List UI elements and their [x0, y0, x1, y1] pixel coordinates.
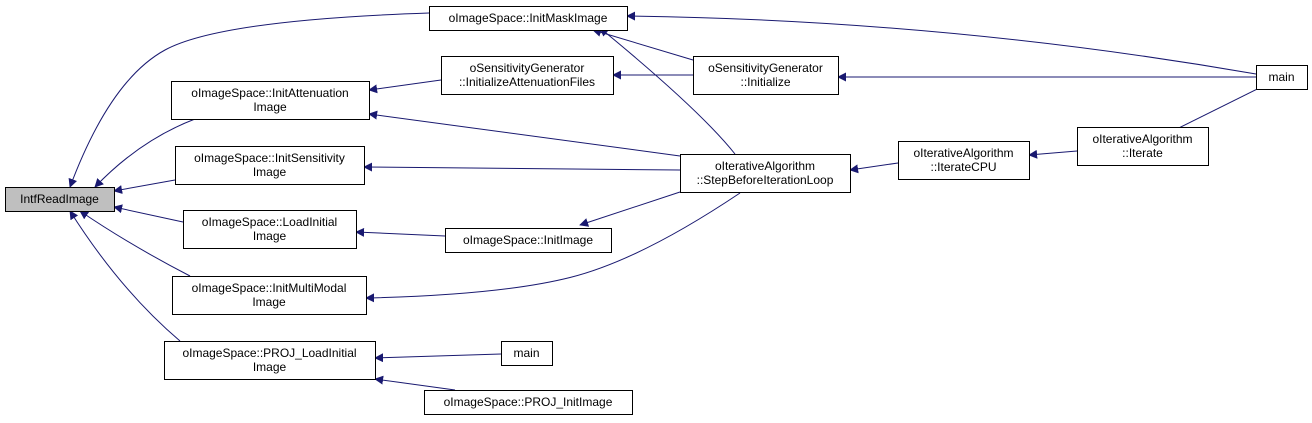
edges-layer — [68, 11, 1282, 391]
node-sensitivity-initialize[interactable]: oSensitivityGenerator::Initialize — [693, 56, 839, 95]
node-step-before-iteration-loop[interactable]: oIterativeAlgorithm::StepBeforeIteration… — [680, 154, 851, 193]
node-box — [424, 390, 633, 415]
node-box — [1077, 127, 1209, 166]
node-box — [445, 228, 612, 253]
nodes-layer: IntfReadImage oImageSpace::InitMaskImageo… — [5, 6, 1308, 415]
edge-initialize-attenuation-files-to-init-attenuation-image — [368, 79, 442, 94]
node-label-line: Image — [253, 165, 287, 179]
edge-step-before-iteration-loop-to-init-mask-image — [599, 27, 736, 155]
node-label-line: ::IterateCPU — [930, 160, 996, 174]
node-label-line: Image — [253, 100, 287, 114]
edge-init-multimodal-image-to-intf-read-image — [79, 210, 191, 277]
node-label-line: ::Iterate — [1122, 146, 1163, 160]
node-label-line: Image — [253, 229, 287, 243]
node-label-line: oImageSpace::PROJ_InitImage — [444, 395, 613, 409]
edge-sensitivity-initialize-to-init-mask-image — [592, 28, 694, 61]
node-box — [898, 141, 1030, 180]
node-box — [501, 341, 553, 366]
node-label-line: oImageSpace::InitImage — [463, 233, 593, 247]
edge-step-before-iteration-loop-to-init-multimodal-image — [365, 192, 741, 303]
node-label-line: oImageSpace::LoadInitial — [202, 215, 337, 229]
node-box — [1256, 65, 1308, 90]
node-init-mask-image[interactable]: oImageSpace::InitMaskImage — [429, 6, 628, 31]
node-intf-read-image[interactable]: IntfReadImage — [5, 187, 115, 212]
node-main-bottom[interactable]: main — [501, 341, 553, 366]
node-label-line: oIterativeAlgorithm — [715, 159, 815, 173]
node-label-line: main — [513, 346, 539, 360]
edge-step-before-iteration-loop-to-init-image — [579, 191, 681, 227]
edge-proj-load-initial-image-to-intf-read-image — [69, 210, 181, 342]
node-box — [441, 56, 614, 95]
node-label-line: IntfReadImage — [20, 192, 99, 206]
edge-step-before-iteration-loop-to-init-sensitivity-image — [363, 162, 681, 172]
edge-iterate-cpu-to-step-before-iteration-loop — [849, 162, 899, 174]
node-box — [429, 6, 628, 31]
node-label-line: main — [1268, 70, 1294, 84]
node-label-line: oImageSpace::InitMultiModal — [192, 281, 347, 295]
node-init-image[interactable]: oImageSpace::InitImage — [445, 228, 612, 253]
node-proj-init-image[interactable]: oImageSpace::PROJ_InitImage — [424, 390, 633, 415]
node-box — [175, 146, 365, 185]
node-box — [172, 276, 367, 315]
node-label-line: Image — [252, 295, 286, 309]
node-label-line: oImageSpace::PROJ_LoadInitial — [182, 346, 356, 360]
node-label-line: oIterativeAlgorithm — [1092, 132, 1192, 146]
node-iterate-cpu[interactable]: oIterativeAlgorithm::IterateCPU — [898, 141, 1030, 180]
node-label-line: ::Initialize — [740, 75, 790, 89]
node-box — [693, 56, 839, 95]
edge-step-before-iteration-loop-to-init-attenuation-image — [368, 110, 681, 157]
edge-init-image-to-load-initial-image — [355, 227, 446, 237]
node-label-line: oImageSpace::InitMaskImage — [449, 11, 608, 25]
node-box — [171, 81, 370, 120]
node-box — [164, 341, 376, 380]
edge-init-mask-image-to-intf-read-image — [68, 12, 430, 188]
node-label-line: Image — [253, 360, 287, 374]
node-box — [183, 210, 357, 249]
edge-load-initial-image-to-intf-read-image — [113, 204, 184, 223]
node-iterate[interactable]: oIterativeAlgorithm::Iterate — [1077, 127, 1209, 166]
node-label-line: oIterativeAlgorithm — [913, 146, 1013, 160]
node-box — [680, 154, 851, 193]
edge-iterate-to-iterate-cpu — [1028, 149, 1078, 159]
node-main-top[interactable]: main — [1256, 65, 1308, 90]
edge-proj-init-image-to-proj-load-initial-image — [374, 375, 456, 391]
node-label-line: ::StepBeforeIterationLoop — [697, 173, 834, 187]
edge-init-sensitivity-image-to-intf-read-image — [113, 179, 176, 194]
node-initialize-attenuation-files[interactable]: oSensitivityGenerator::InitializeAttenua… — [441, 56, 614, 95]
node-label-line: ::InitializeAttenuationFiles — [459, 75, 595, 89]
edge-main-bottom-to-proj-load-initial-image — [374, 353, 502, 363]
node-label-line: oSensitivityGenerator — [708, 61, 823, 75]
edge-init-attenuation-image-to-intf-read-image — [94, 118, 196, 188]
node-label-line: oSensitivityGenerator — [470, 61, 585, 75]
node-label-line: oImageSpace::InitSensitivity — [194, 151, 345, 165]
edge-main-top-to-init-mask-image — [626, 11, 1257, 75]
node-label-line: oImageSpace::InitAttenuation — [191, 86, 348, 100]
node-box — [5, 187, 115, 212]
